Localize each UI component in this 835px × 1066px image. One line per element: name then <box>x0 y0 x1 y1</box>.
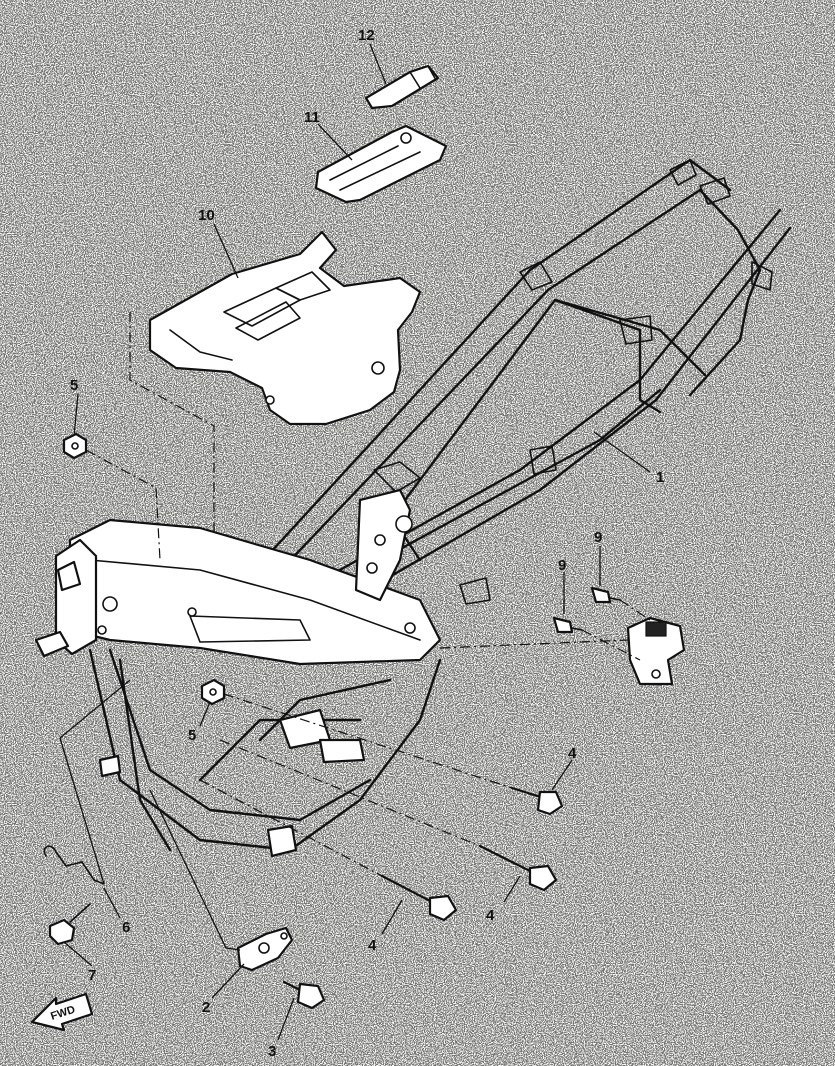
small-bolt-part <box>48 903 91 946</box>
engine-bolt-c-part <box>380 874 458 922</box>
leader-11 <box>317 123 353 161</box>
clip-guide-2 <box>59 737 105 885</box>
leader-5b <box>199 701 211 727</box>
stay-bolt-b-guide <box>619 599 651 621</box>
bolt-b-guide <box>219 739 481 847</box>
callout-4-b: 4 <box>486 907 495 924</box>
callout-4-c: 4 <box>368 937 377 954</box>
callout-3: 3 <box>268 1043 276 1060</box>
callout-5-lower: 5 <box>188 727 196 744</box>
leader-4b <box>503 875 521 903</box>
nut-upper-guide <box>85 449 161 561</box>
bracket-guide <box>149 789 241 951</box>
leader-4a <box>551 759 573 791</box>
leader-10 <box>213 223 239 279</box>
callout-7: 7 <box>88 967 96 984</box>
leader-2 <box>211 963 245 999</box>
air-duct-cover-part <box>148 230 422 426</box>
leader-4c <box>381 899 403 935</box>
fwd-arrow-icon <box>30 992 94 1032</box>
callout-4-a: 4 <box>568 745 577 762</box>
leader-12 <box>369 43 387 85</box>
callout-11: 11 <box>304 109 320 126</box>
bolt-c-guide <box>199 779 383 877</box>
engine-bolt-b-part <box>478 844 558 892</box>
nut-upper-part <box>62 432 88 460</box>
callout-6: 6 <box>122 919 130 936</box>
leader-6 <box>103 887 121 919</box>
callout-10: 10 <box>198 207 215 224</box>
stay-bolt-a-guide <box>581 629 641 661</box>
leader-3 <box>277 997 295 1041</box>
engine-bolt-a-part <box>510 786 564 816</box>
clip-guide <box>59 679 131 739</box>
leader-7 <box>63 941 93 967</box>
mount-guide-line <box>129 312 215 548</box>
stay-bolt-b-part <box>590 586 621 604</box>
nut-lower-part <box>200 678 226 706</box>
callout-12: 12 <box>358 27 375 44</box>
stay-bracket-part <box>626 616 686 686</box>
callout-1: 1 <box>656 469 664 486</box>
callout-9-left: 9 <box>558 557 566 574</box>
callout-9-right: 9 <box>594 529 602 546</box>
callout-5-upper: 5 <box>70 377 78 394</box>
stay-guide <box>439 639 629 649</box>
leader-5a <box>73 393 79 437</box>
callout-2: 2 <box>202 999 210 1016</box>
seat-clip-part <box>364 64 440 110</box>
stay-bolt-a-part <box>552 616 583 634</box>
seat-plate-part <box>314 124 448 204</box>
leader-1 <box>593 431 651 473</box>
bracket-bolt-part <box>282 980 326 1010</box>
main-frame-part <box>34 158 792 858</box>
clip-part <box>43 845 105 885</box>
